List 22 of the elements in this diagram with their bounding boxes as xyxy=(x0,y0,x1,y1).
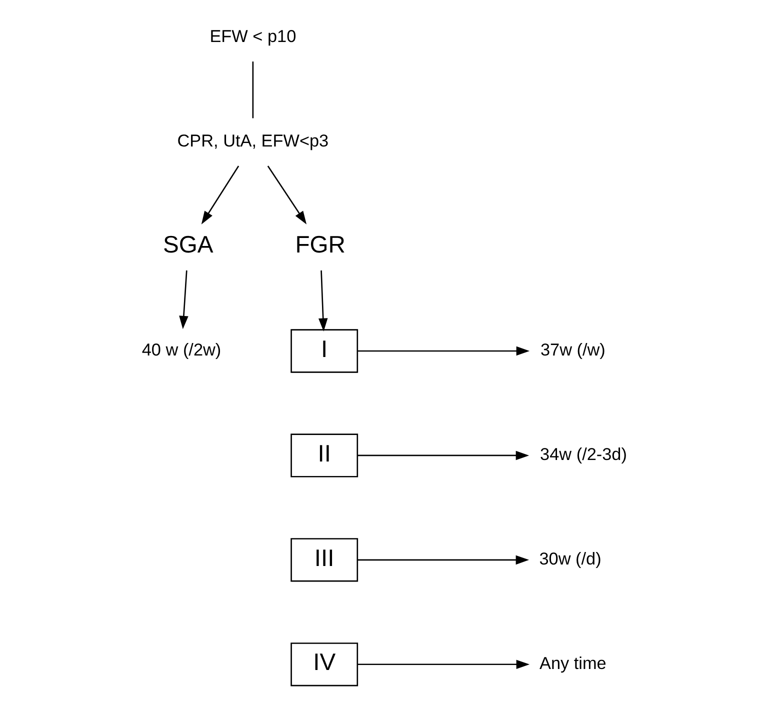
node-text: 34w (/2-3d) xyxy=(540,444,626,464)
arrow xyxy=(266,166,306,224)
arrow xyxy=(357,660,530,670)
connector xyxy=(252,62,254,118)
node-text: Any time xyxy=(538,652,606,673)
arrow xyxy=(357,346,530,356)
node-text: FGR xyxy=(294,231,345,258)
node-text: SGA xyxy=(162,231,213,258)
node-text: 37w (/w) xyxy=(540,339,605,360)
arrow xyxy=(357,450,529,460)
arrow xyxy=(178,270,188,330)
node-box: III xyxy=(290,538,358,582)
arrow xyxy=(318,270,328,332)
arrow xyxy=(200,166,239,224)
node-box: IV xyxy=(290,642,358,686)
node-text: CPR, UtA, EFW<p3 xyxy=(176,130,328,151)
node-text: 40 w (/2w) xyxy=(141,339,221,360)
arrow xyxy=(356,555,529,565)
node-text: EFW < p10 xyxy=(209,26,296,46)
node-box: I xyxy=(290,329,358,373)
node-text: 30w (/d) xyxy=(538,548,601,568)
node-box: II xyxy=(290,434,358,478)
